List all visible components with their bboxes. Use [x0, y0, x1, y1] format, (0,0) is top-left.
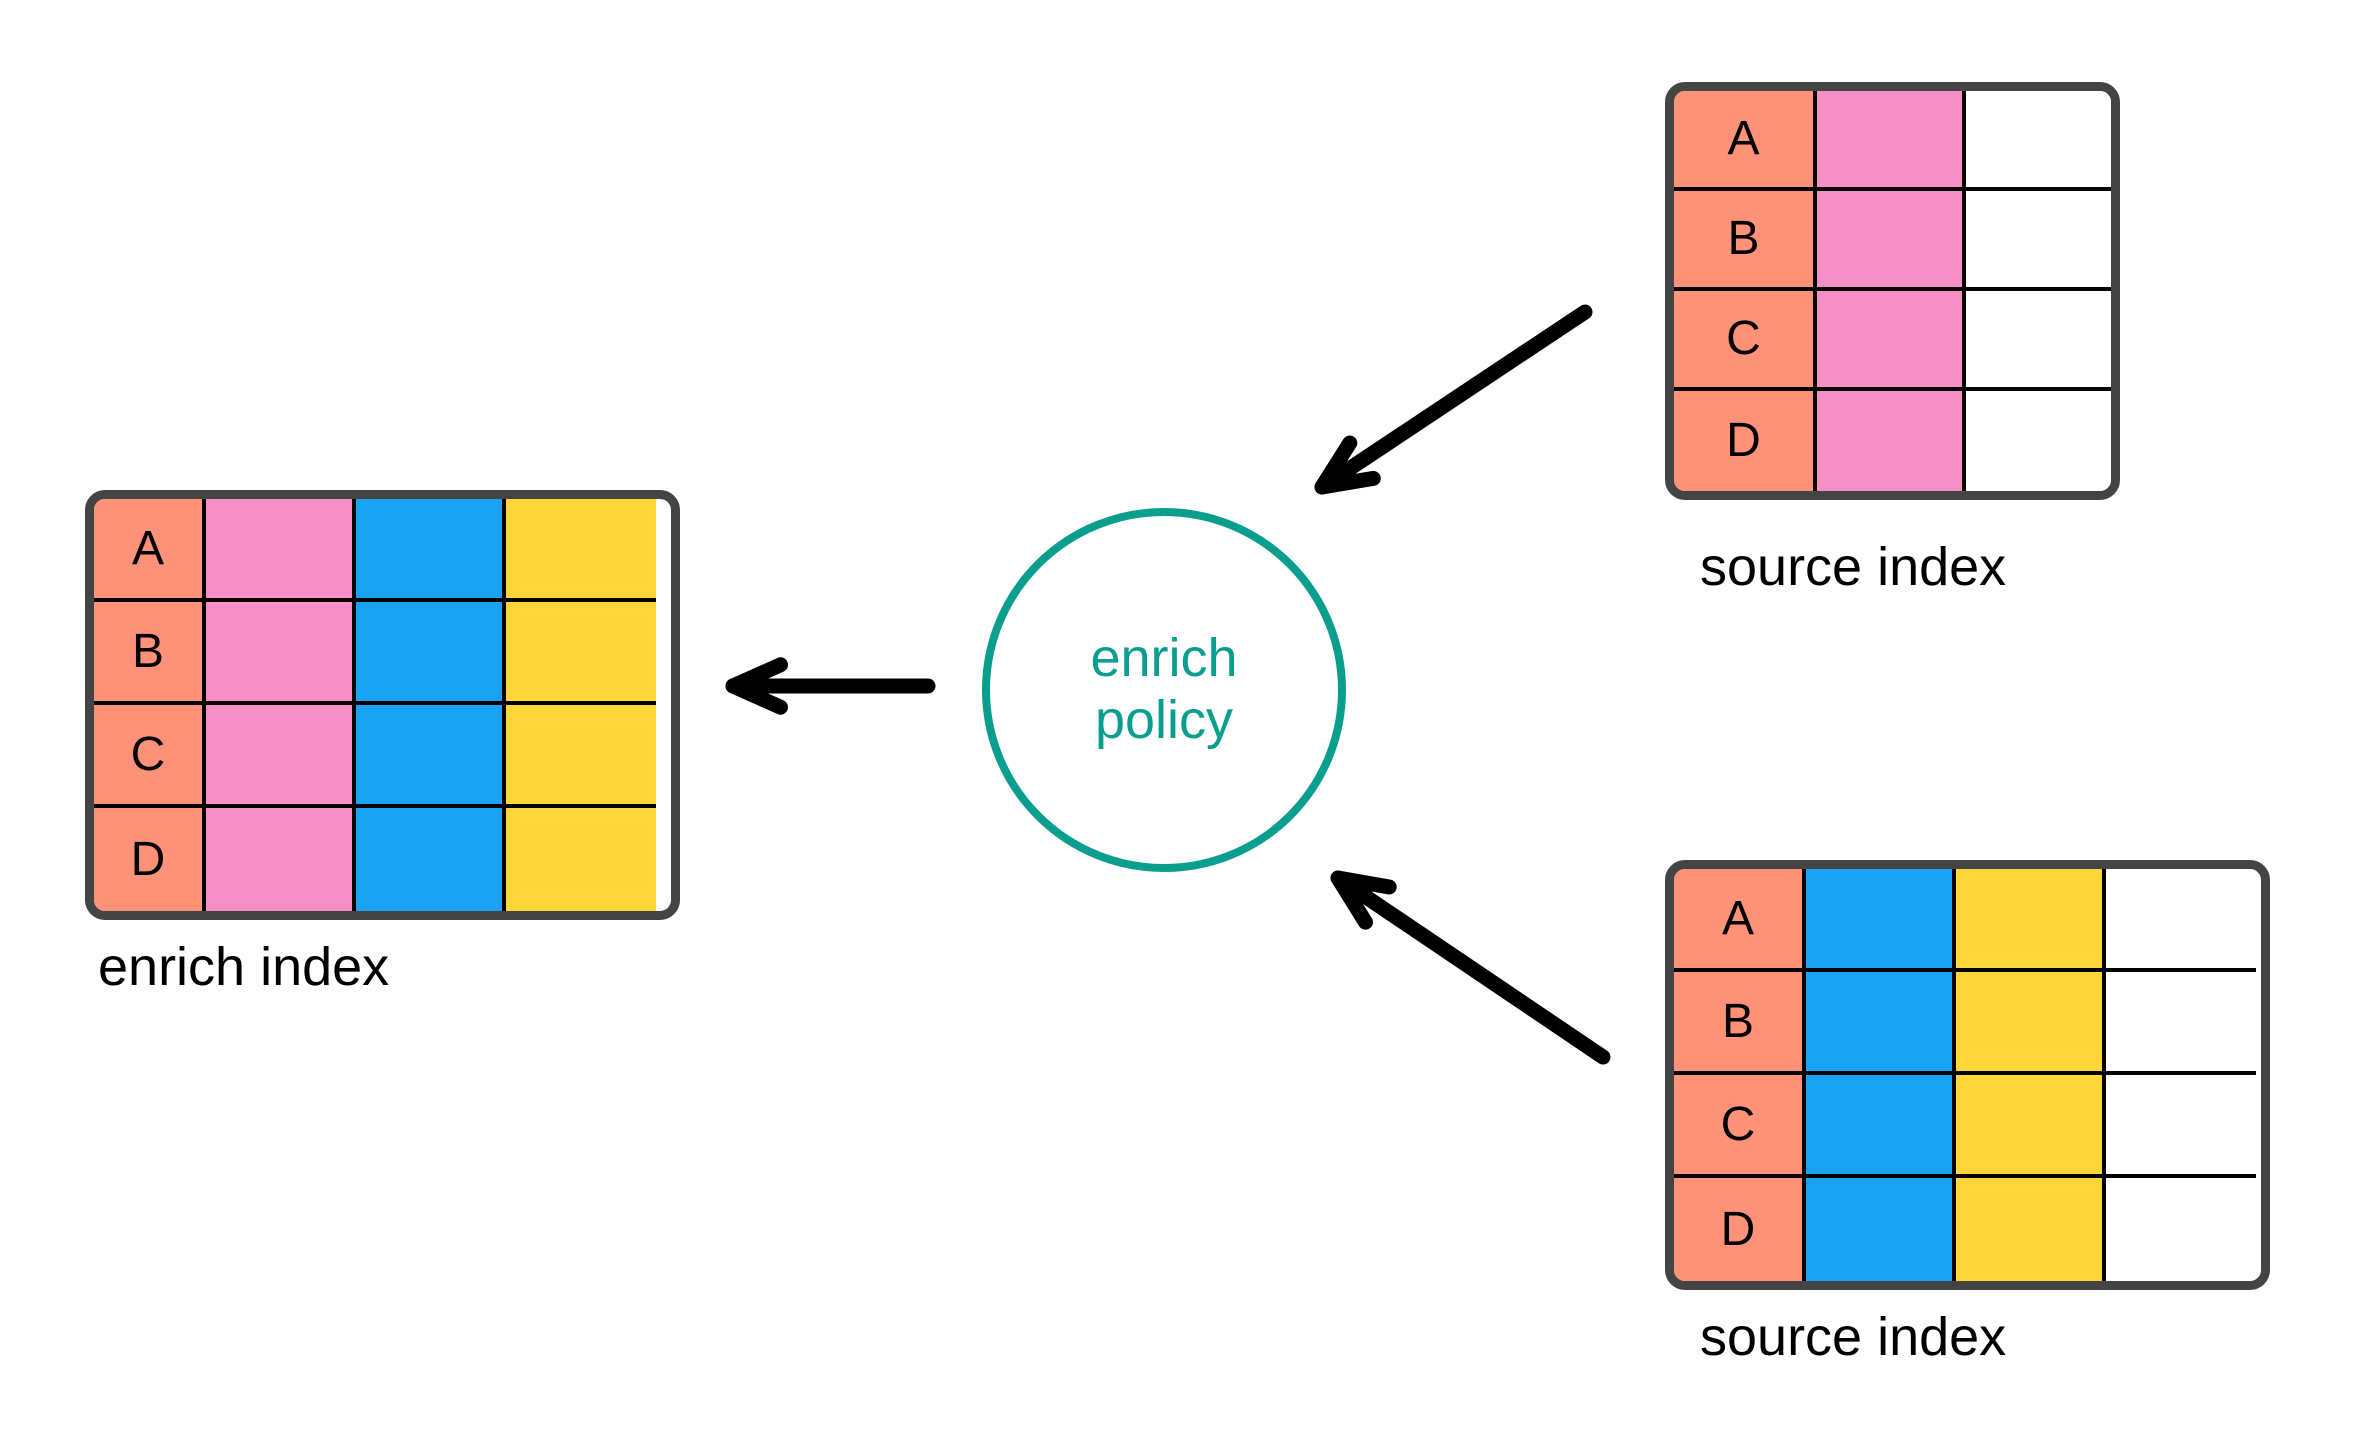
table-row: C	[1674, 1075, 2261, 1178]
table-cell-field-1	[1806, 972, 1956, 1075]
table-cell-key: A	[1674, 869, 1806, 972]
table-cell-field-3	[2106, 1075, 2256, 1178]
table-cell-field-2	[356, 808, 506, 911]
table-cell-field-3	[2106, 1178, 2256, 1281]
table-cell-field-2	[356, 602, 506, 705]
arrow-bottom-source-to-policy-head	[1330, 870, 1397, 930]
table-cell-field-2	[1966, 191, 2111, 291]
enrich-policy-label-line2: policy	[1094, 690, 1234, 750]
table-cell-field-1	[1806, 1075, 1956, 1178]
table-cell-key: C	[1674, 291, 1817, 391]
arrow-policy-to-enrich-index-head	[725, 657, 788, 715]
table-cell-field-1	[1817, 191, 1966, 291]
table-cell-field-2	[1956, 1178, 2106, 1281]
table-row: A	[1674, 869, 2261, 972]
table-row: B	[1674, 972, 2261, 1075]
table-cell-field-3	[506, 499, 656, 602]
table-cell-key: A	[94, 499, 206, 602]
table-cell-field-3	[506, 705, 656, 808]
table-cell-field-1	[206, 602, 356, 705]
table-cell-key: C	[94, 705, 206, 808]
table-cell-field-2	[356, 705, 506, 808]
table-cell-key: C	[1674, 1075, 1806, 1178]
table-cell-field-2	[1956, 1075, 2106, 1178]
table-cell-field-1	[206, 705, 356, 808]
table-cell-field-2	[1956, 869, 2106, 972]
table-row: C	[1674, 291, 2111, 391]
table-row: D	[1674, 1178, 2261, 1281]
arrow-bottom-source-to-policy-shaft	[1330, 870, 1611, 1065]
table-cell-field-1	[1817, 291, 1966, 391]
table-cell-field-1	[1806, 869, 1956, 972]
table-cell-key: B	[94, 602, 206, 705]
table-row: D	[94, 808, 671, 911]
table-cell-field-1	[206, 808, 356, 911]
table-cell-field-1	[206, 499, 356, 602]
table-cell-field-3	[506, 602, 656, 705]
table-cell-field-2	[1966, 91, 2111, 191]
table-row: B	[94, 602, 671, 705]
table-cell-field-1	[1817, 91, 1966, 191]
table-cell-field-1	[1817, 391, 1966, 491]
table-cell-key: D	[1674, 1178, 1806, 1281]
table-cell-field-1	[1806, 1178, 1956, 1281]
enrich-index-caption: enrich index	[98, 937, 390, 997]
table-cell-field-3	[2106, 869, 2256, 972]
table-cell-key: D	[1674, 391, 1817, 491]
table-cell-key: B	[1674, 191, 1817, 291]
table-cell-key: A	[1674, 91, 1817, 191]
table-cell-key: D	[94, 808, 206, 911]
arrow-top-source-to-policy-shaft	[1314, 304, 1593, 495]
arrow-top-source-to-policy-head	[1314, 435, 1381, 495]
table-cell-key: B	[1674, 972, 1806, 1075]
table-cell-field-2	[356, 499, 506, 602]
enrich-policy-label-line1: enrich	[1090, 628, 1238, 689]
table-cell-field-2	[1966, 291, 2111, 391]
table-row: C	[94, 705, 671, 808]
table-row: B	[1674, 191, 2111, 291]
enrich-policy-node: enrich policy	[982, 508, 1346, 872]
source-index-bottom-caption: source index	[1700, 1307, 2007, 1367]
table-row: A	[94, 499, 671, 602]
table-cell-field-3	[2106, 972, 2256, 1075]
source-index-top-caption: source index	[1700, 537, 2007, 597]
table-row: D	[1674, 391, 2111, 491]
table-cell-field-2	[1966, 391, 2111, 491]
table-cell-field-3	[506, 808, 656, 911]
table-row: A	[1674, 91, 2111, 191]
table-cell-field-2	[1956, 972, 2106, 1075]
